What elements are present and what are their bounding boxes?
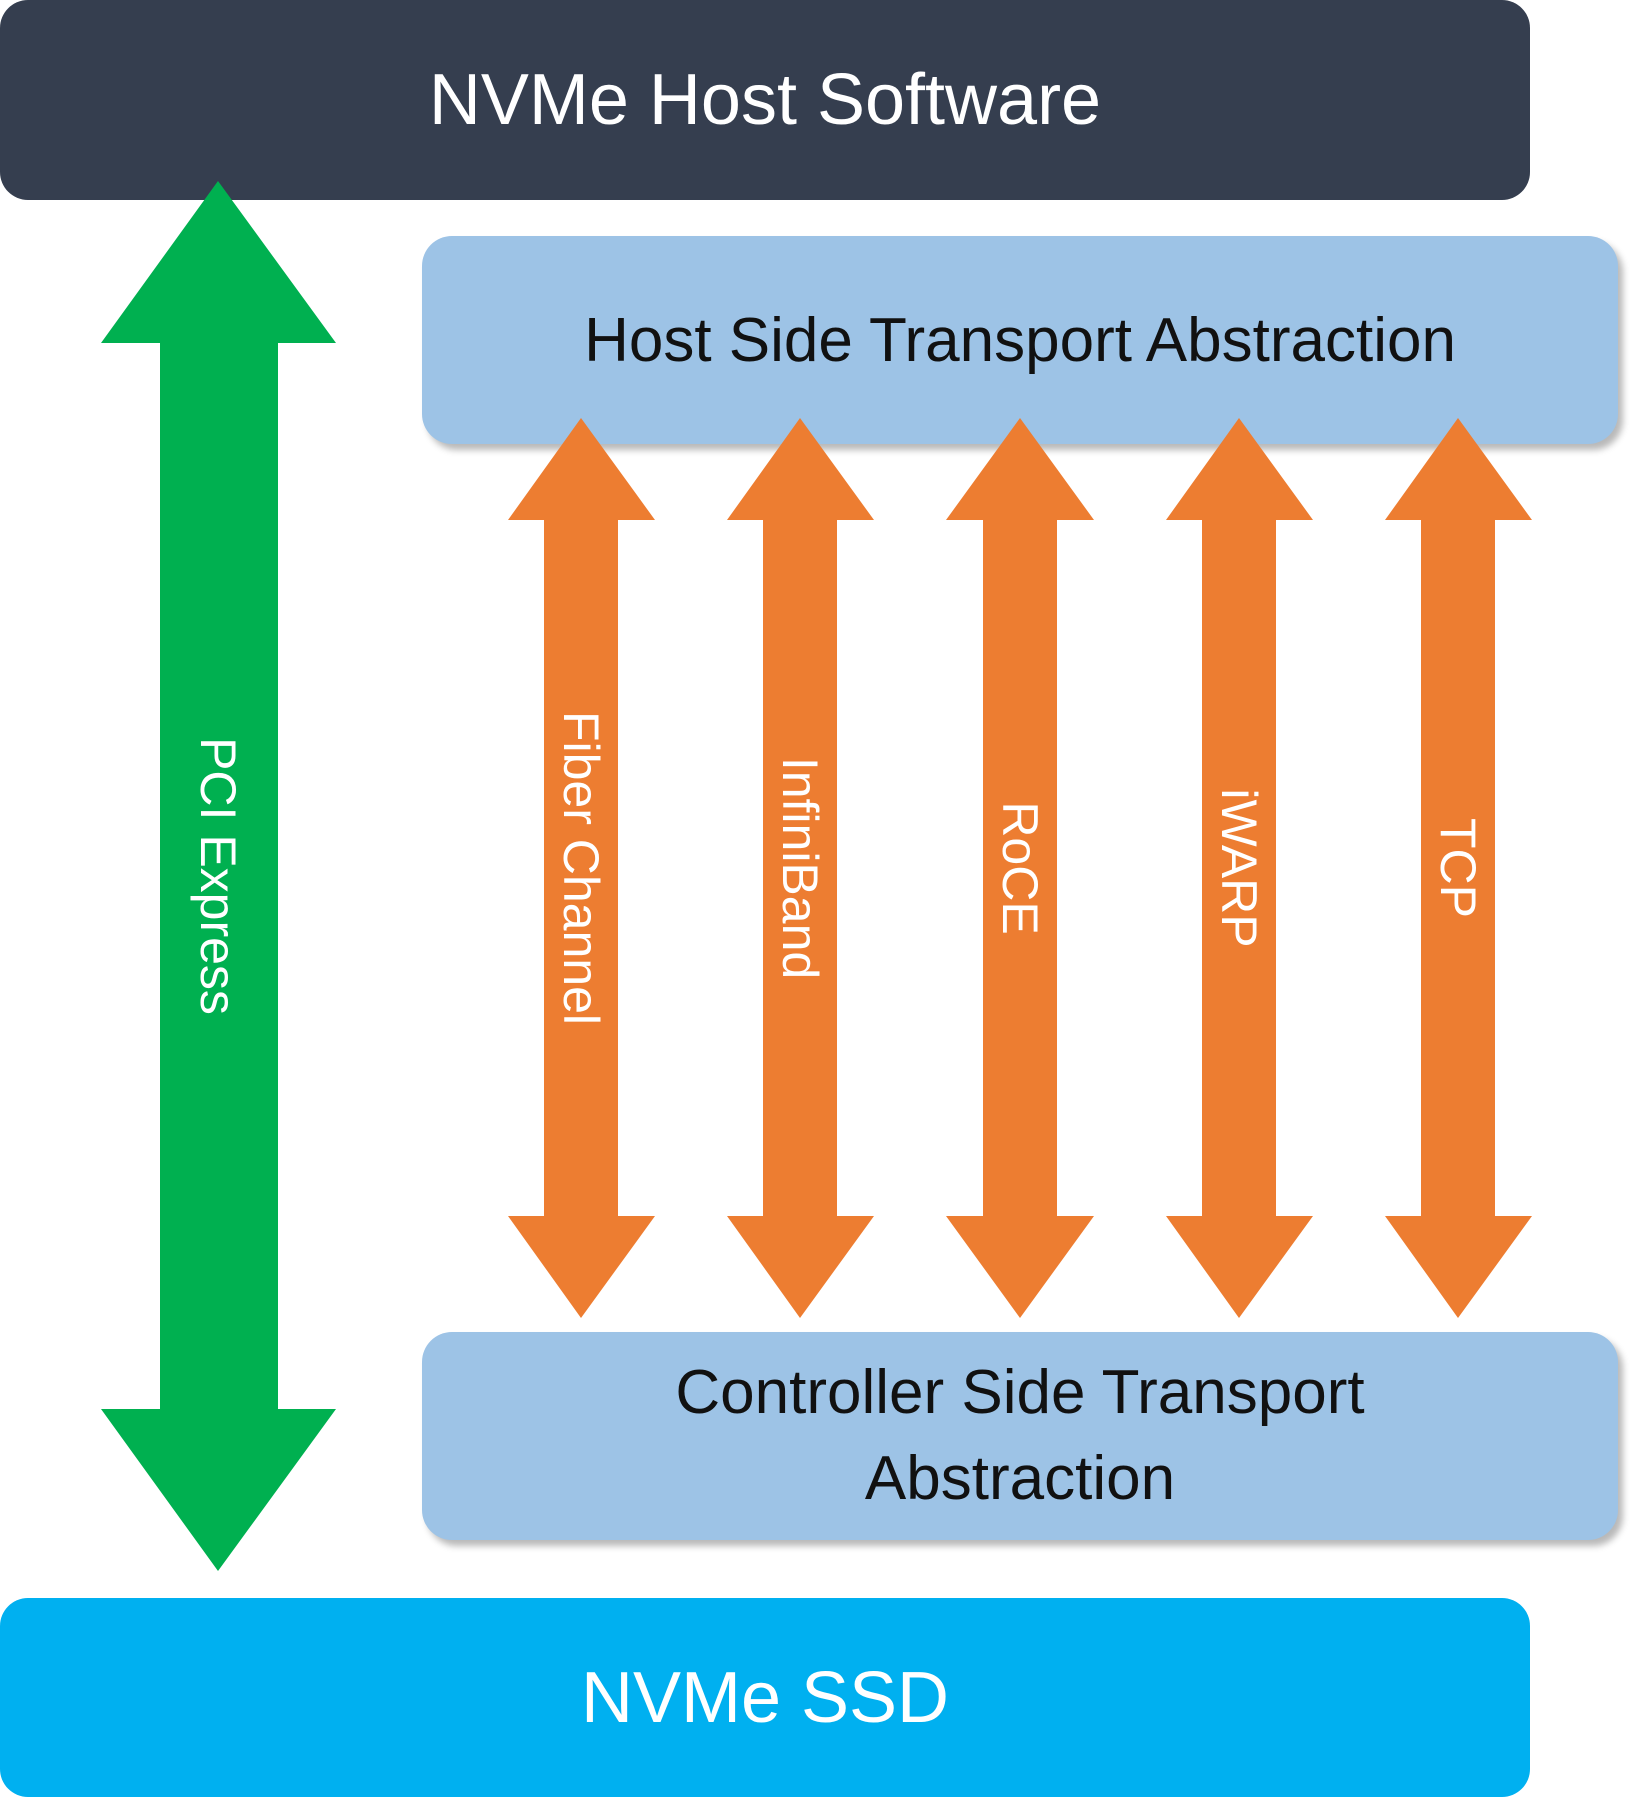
fabric-arrow-infiniband: InfiniBand (727, 418, 874, 1318)
host-side-transport-label: Host Side Transport Abstraction (584, 305, 1456, 375)
pci-express-label: PCI Express (190, 737, 246, 1015)
iwarp-label: iWARP (1211, 788, 1267, 947)
fiber-channel-label: Fiber Channel (553, 711, 609, 1025)
pci-express-arrow (101, 181, 336, 1571)
nvme-ssd-box: NVMe SSD (0, 1598, 1530, 1797)
nvme-ssd-label: NVMe SSD (580, 1657, 950, 1738)
tcp-label: TCP (1430, 818, 1486, 918)
roce-label: RoCE (992, 801, 1048, 934)
infiniband-label: InfiniBand (772, 757, 828, 979)
fabric-arrow-roce: RoCE (946, 418, 1094, 1318)
nvme-host-software-box: NVMe Host Software (0, 0, 1530, 200)
host-side-transport-box: Host Side Transport Abstraction (422, 236, 1618, 444)
fabric-arrow-tcp: TCP (1385, 418, 1532, 1318)
controller-side-transport-label: Controller Side Transport Abstraction (675, 1358, 1365, 1513)
controller-side-transport-box: Controller Side Transport Abstraction (422, 1332, 1618, 1540)
fabric-arrow-iwarp: iWARP (1166, 418, 1313, 1318)
fabric-arrow-fiber-channel: Fiber Channel (508, 418, 655, 1318)
nvme-host-software-label: NVMe Host Software (428, 60, 1102, 140)
